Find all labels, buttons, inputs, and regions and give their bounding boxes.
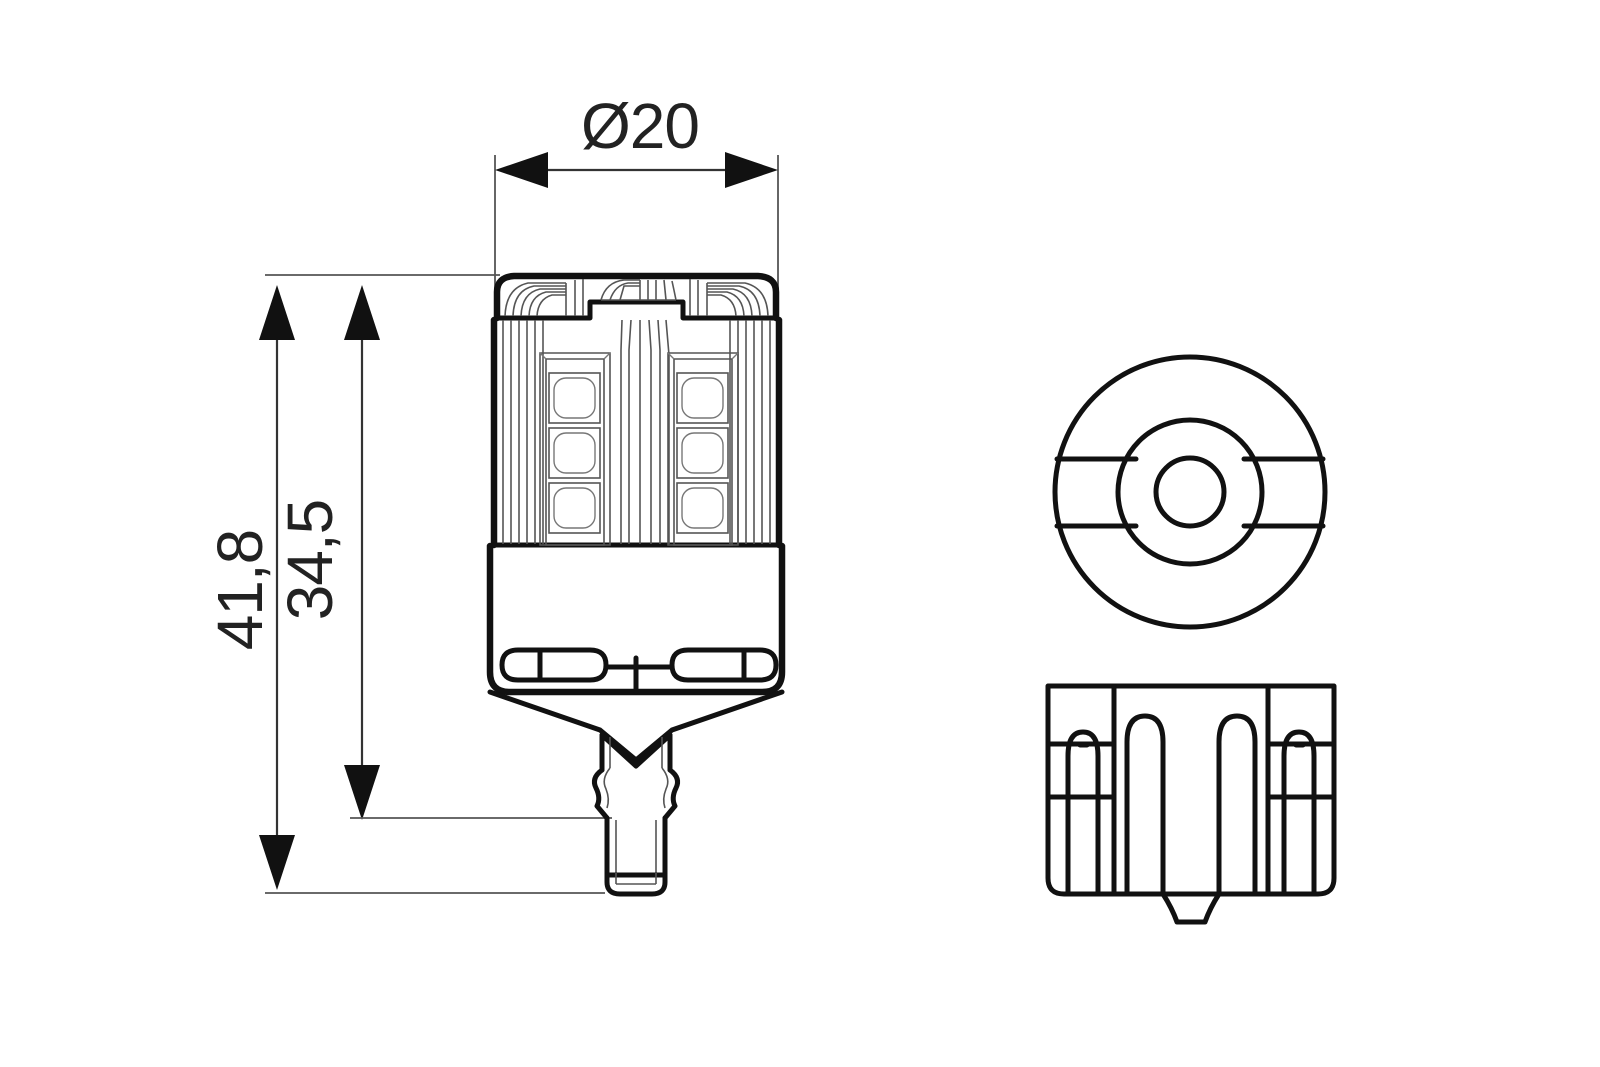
cap-fin-right xyxy=(689,279,769,317)
base-slot-left xyxy=(499,647,609,683)
top-view xyxy=(1052,354,1328,630)
led-panel-left xyxy=(539,352,611,546)
arrow-right xyxy=(725,152,778,188)
bulb-body xyxy=(490,316,783,549)
bulb-base-block xyxy=(486,542,786,696)
base-slot-far-right xyxy=(1281,729,1317,897)
dimension-overall-length-label: 41,8 xyxy=(204,530,276,651)
body-ribs-center xyxy=(620,319,670,544)
arrow-418-top xyxy=(259,285,295,340)
base-end-outline xyxy=(1045,683,1337,897)
base-center-protrusion xyxy=(1160,891,1222,925)
led-chip xyxy=(548,427,601,479)
cap-fin-left xyxy=(504,279,584,317)
dimension-body-length: 34,5 xyxy=(274,285,380,820)
bottom-view xyxy=(1045,683,1337,925)
front-view xyxy=(486,272,786,897)
led-chip xyxy=(548,372,601,424)
led-chip xyxy=(676,427,729,479)
dimension-diameter: Ø20 xyxy=(494,90,779,290)
bulb-top-cap xyxy=(493,272,780,322)
arrow-left xyxy=(495,152,548,188)
arrow-418-bottom xyxy=(259,835,295,890)
dimension-overall-length: 41,8 xyxy=(204,285,295,890)
dimension-diameter-label: Ø20 xyxy=(581,90,699,162)
dimension-body-length-label: 34,5 xyxy=(274,500,346,621)
cap-fin-center xyxy=(600,279,677,301)
top-view-middle-circle xyxy=(1115,417,1265,567)
led-chip xyxy=(676,482,729,534)
wedge-connector-pin xyxy=(487,689,785,897)
base-slot-left xyxy=(1124,713,1166,897)
arrow-345-bottom xyxy=(344,765,380,820)
top-view-inner-circle xyxy=(1153,455,1227,529)
base-slot-right xyxy=(669,647,779,683)
led-chip xyxy=(676,372,729,424)
base-slot-far-left xyxy=(1065,729,1101,897)
top-view-outer-circle xyxy=(1052,354,1328,630)
led-chip xyxy=(548,482,601,534)
arrow-345-top xyxy=(344,285,380,340)
body-ribs-left xyxy=(502,320,544,544)
led-panel-right xyxy=(667,352,739,546)
base-slot-right xyxy=(1216,713,1258,897)
